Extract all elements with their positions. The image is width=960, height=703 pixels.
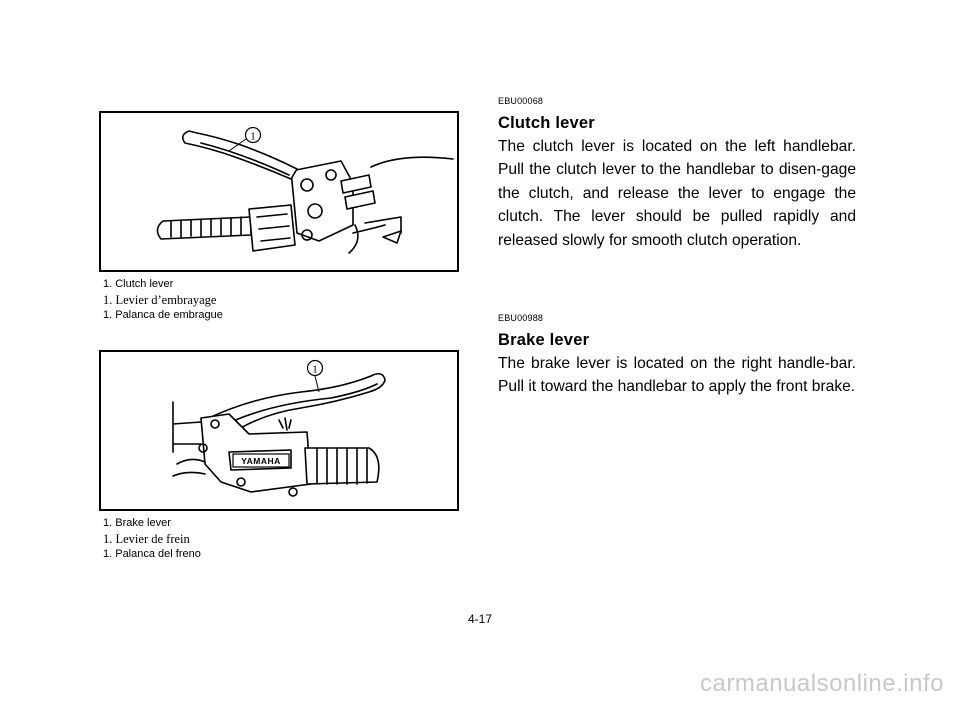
- caption-english: 1. Clutch lever: [103, 278, 174, 290]
- section-code: EBU00988: [498, 313, 544, 323]
- callout-marker: 1: [306, 359, 324, 393]
- callout-marker: 1: [228, 126, 262, 152]
- caption-spanish: 1. Palanca de embrague: [103, 309, 223, 321]
- brake-lever-drawing: YAMAHA 1: [172, 359, 386, 497]
- caption-french: 1. Levier d’embrayage: [103, 292, 217, 307]
- yamaha-logo: YAMAHA: [232, 453, 290, 468]
- clutch-lever-section: EBU00068 Clutch lever The clutch lever i…: [498, 96, 856, 252]
- caption-french: 1. Levier de frein: [103, 531, 190, 546]
- section-body: The brake lever is located on the right …: [498, 355, 856, 396]
- clutch-figure-caption: 1. Clutch lever 1. Levier d’embrayage 1.…: [103, 277, 223, 324]
- logo-text: YAMAHA: [241, 456, 281, 466]
- callout-number: 1: [312, 364, 318, 376]
- caption-english: 1. Brake lever: [103, 517, 171, 529]
- brake-lever-section: EBU00988 Brake lever The brake lever is …: [498, 313, 856, 399]
- brake-figure-caption: 1. Brake lever 1. Levier de frein 1. Pal…: [103, 516, 201, 563]
- clutch-lever-illustration: 1: [99, 111, 459, 272]
- section-code: EBU00068: [498, 96, 544, 106]
- caption-spanish: 1. Palanca del freno: [103, 548, 201, 560]
- callout-number: 1: [250, 131, 256, 143]
- page-number: 4-17: [467, 612, 493, 626]
- section-title: Brake lever: [498, 331, 590, 349]
- section-body: The clutch lever is located on the left …: [498, 138, 856, 249]
- clutch-lever-drawing: 1: [156, 126, 454, 254]
- brake-lever-illustration: YAMAHA 1: [99, 350, 459, 511]
- section-title: Clutch lever: [498, 114, 595, 132]
- watermark: carmanualsonline.info: [700, 670, 944, 697]
